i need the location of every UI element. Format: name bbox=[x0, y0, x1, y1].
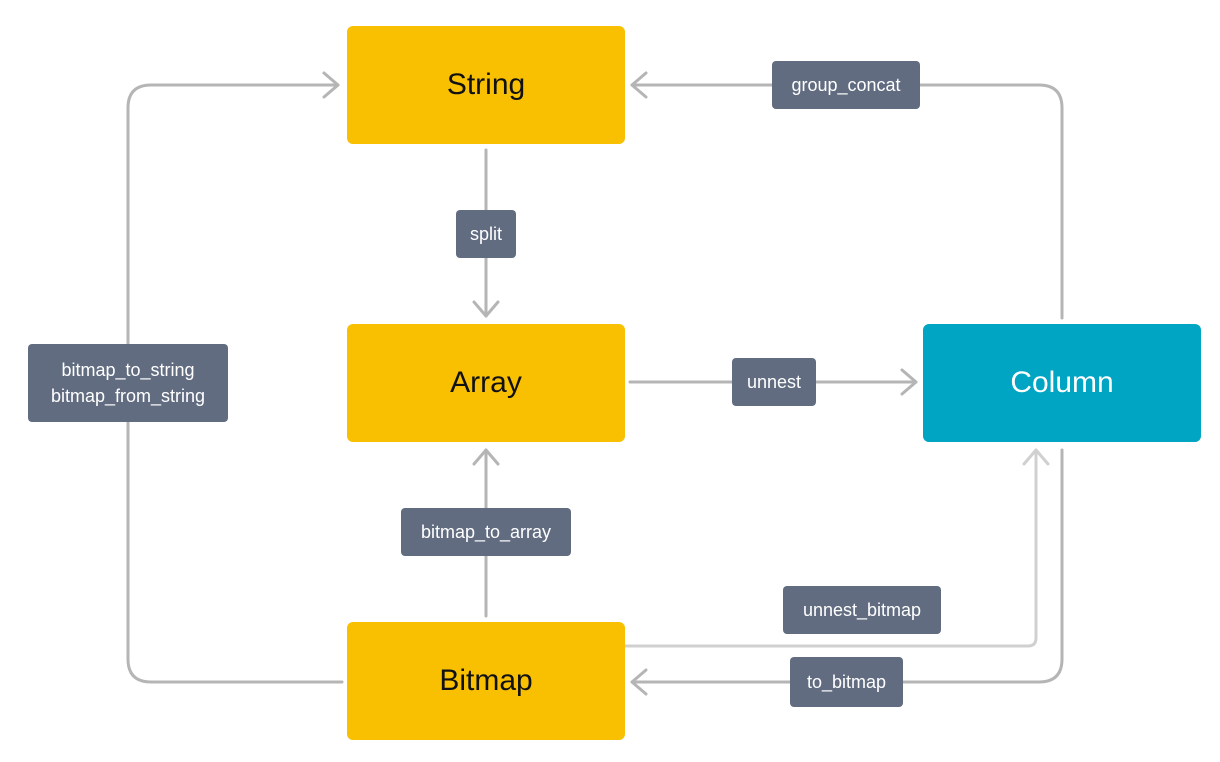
arrowhead-unnest bbox=[900, 368, 918, 396]
edge-label-split: split bbox=[456, 210, 516, 258]
edge-label-unnest-text: unnest bbox=[746, 372, 802, 392]
node-column: Column bbox=[923, 324, 1201, 442]
edge-label-group-concat: group_concat bbox=[772, 61, 920, 109]
edge-label-split-text: split bbox=[469, 224, 502, 244]
node-bitmap-label: Bitmap bbox=[439, 664, 533, 697]
edge-label-unnest-bitmap-text: unnest_bitmap bbox=[802, 600, 922, 620]
edge-label-bitmap-to-array: bitmap_to_array bbox=[401, 508, 571, 556]
edge-label-unnest-bitmap: unnest_bitmap bbox=[783, 586, 941, 634]
node-bitmap: Bitmap bbox=[347, 622, 625, 740]
edge-bitmap-to-column bbox=[623, 448, 1038, 648]
edge-label-bitmap-from-string-text: bitmap_from_string bbox=[50, 386, 206, 406]
arrowhead-group-concat bbox=[630, 71, 648, 99]
edge-label-unnest: unnest bbox=[732, 358, 816, 406]
edge-label-bitmap-string: bitmap_to_string bitmap_from_string bbox=[28, 344, 228, 422]
arrowhead-bitmap-to-string bbox=[322, 71, 340, 99]
edge-label-bitmap-to-array-text: bitmap_to_array bbox=[420, 522, 552, 542]
arrowhead-bitmap-to-array bbox=[472, 448, 500, 466]
edge-label-bitmap-to-string-text: bitmap_to_string bbox=[61, 360, 195, 380]
arrowhead-to-bitmap bbox=[630, 668, 648, 696]
arrowhead-split bbox=[472, 300, 500, 318]
node-array: Array bbox=[347, 324, 625, 442]
edge-column-to-bitmap bbox=[630, 448, 1064, 684]
edge-label-group-concat-text: group_concat bbox=[791, 75, 901, 95]
node-column-label: Column bbox=[1010, 366, 1114, 399]
edge-label-to-bitmap-text: to_bitmap bbox=[806, 672, 887, 692]
node-string: String bbox=[347, 26, 625, 144]
node-string-label: String bbox=[446, 68, 526, 101]
node-array-label: Array bbox=[450, 366, 522, 399]
edge-column-to-string bbox=[630, 83, 1064, 320]
arrowhead-unnest-bitmap bbox=[1022, 448, 1050, 466]
edge-label-to-bitmap: to_bitmap bbox=[790, 657, 903, 707]
